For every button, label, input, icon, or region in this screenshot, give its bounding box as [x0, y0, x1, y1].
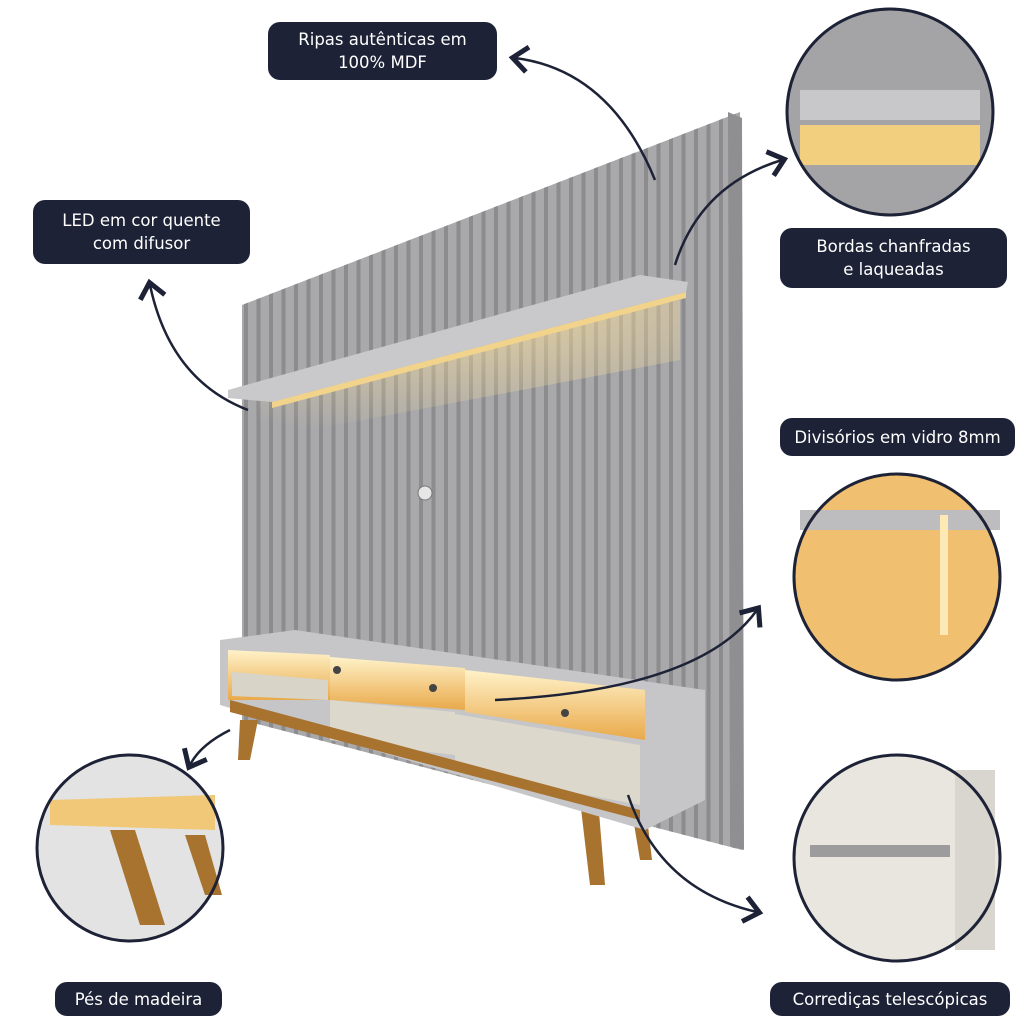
callout-arrows — [138, 45, 789, 924]
label-led: LED em cor quente com difusor — [33, 200, 250, 264]
slat-groove — [544, 112, 548, 850]
label-glass: Divisórios em vidro 8mm — [780, 418, 1015, 456]
slat-groove — [394, 112, 398, 850]
slat-groove — [706, 112, 711, 850]
label-led-line2: com difusor — [92, 234, 191, 253]
slat-groove — [431, 112, 436, 850]
detail-circle-edges — [785, 7, 995, 217]
label-slats: Ripas autênticas em 100% MDF — [268, 22, 497, 80]
slat-groove — [719, 112, 723, 850]
label-feet: Pés de madeira — [55, 982, 222, 1016]
slat-groove — [569, 112, 573, 850]
slat-groove — [619, 112, 623, 850]
slat-groove — [631, 112, 636, 850]
slat-groove — [356, 112, 361, 850]
slat-groove — [256, 112, 261, 850]
slat-groove — [681, 112, 686, 850]
slat-groove — [369, 112, 373, 850]
detail-circle-feet — [35, 753, 225, 943]
slat-groove — [669, 112, 673, 850]
slat-groove — [656, 112, 661, 850]
slat-groove — [344, 112, 348, 850]
slat-groove — [269, 112, 273, 850]
slat-groove — [506, 112, 511, 850]
led-glow — [258, 300, 680, 440]
tv-mount-hole — [417, 485, 433, 501]
slat-groove — [444, 112, 448, 850]
slat-groove — [531, 112, 536, 850]
slat-groove — [319, 112, 323, 850]
label-edges-line2: e laqueadas — [843, 260, 944, 279]
slat-groove — [331, 112, 336, 850]
slat-groove — [469, 112, 473, 850]
slat-groove — [556, 112, 561, 850]
slat-groove — [306, 112, 311, 850]
slat-groove — [406, 112, 411, 850]
slat-groove — [519, 112, 523, 850]
slat-groove — [694, 112, 698, 850]
slat-groove — [456, 112, 461, 850]
label-edges-line1: Bordas chanfradas — [816, 237, 971, 256]
slat-groove — [594, 112, 598, 850]
detail-circle-slides — [792, 753, 1002, 963]
label-glass-line1: Divisórios em vidro 8mm — [794, 427, 1001, 447]
slat-groove — [244, 112, 248, 850]
label-slides: Corrediças telescópicas — [770, 982, 1010, 1016]
label-slats-line2: 100% MDF — [338, 53, 427, 72]
label-feet-line1: Pés de madeira — [74, 989, 203, 1009]
label-slats-line1: Ripas autênticas em — [298, 30, 467, 49]
slat-groove — [419, 112, 423, 850]
slat-groove — [494, 112, 498, 850]
label-led-line1: LED em cor quente — [62, 211, 221, 230]
slat-groove — [294, 112, 298, 850]
slat-groove — [281, 112, 286, 850]
label-slides-line1: Corrediças telescópicas — [792, 989, 988, 1009]
detail-circle-glass — [792, 472, 1002, 682]
label-edges: Bordas chanfradas e laqueadas — [780, 228, 1007, 288]
slat-groove — [606, 112, 611, 850]
slat-groove — [381, 112, 386, 850]
slat-groove — [581, 112, 586, 850]
floating-shelf — [228, 275, 688, 408]
slat-groove — [644, 112, 648, 850]
slat-groove — [481, 112, 486, 850]
